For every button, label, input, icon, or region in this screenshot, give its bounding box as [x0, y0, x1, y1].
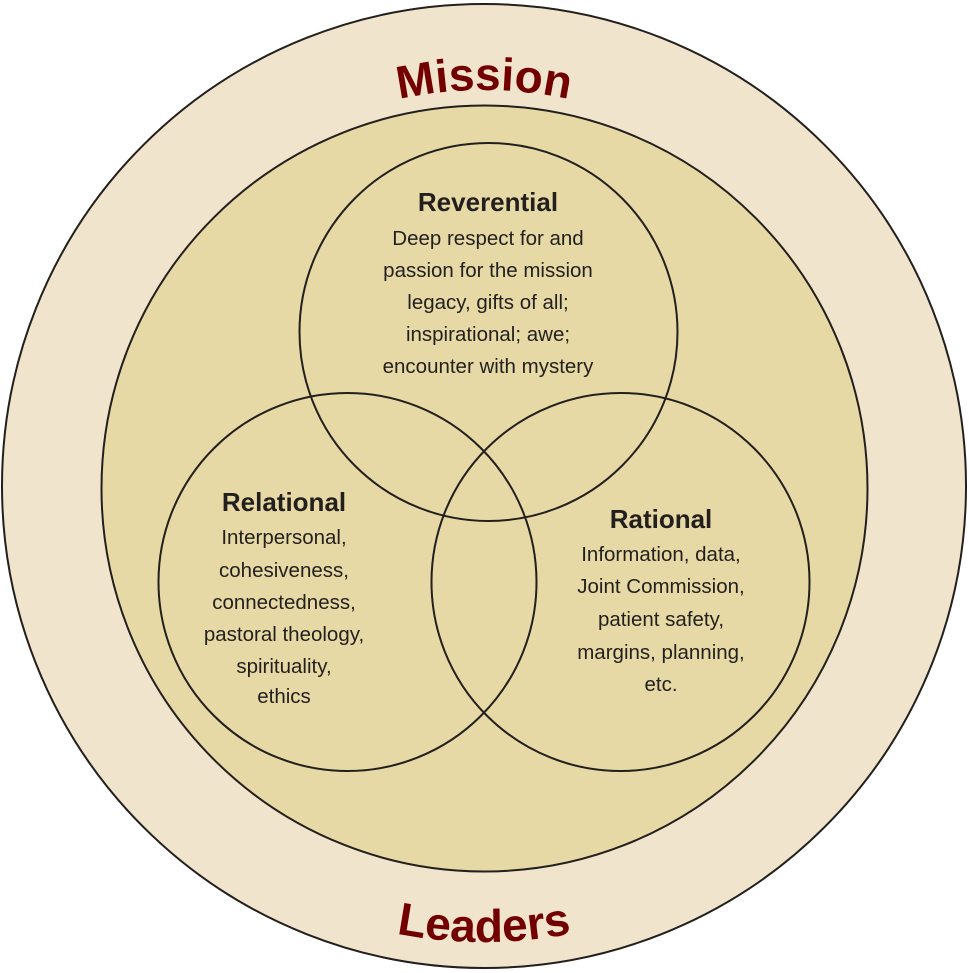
- reverential-title: Reverential: [418, 187, 558, 217]
- relational-circle: [157, 392, 538, 772]
- reverential-line: passion for the mission: [383, 259, 593, 282]
- relational-line: connectedness,: [212, 591, 356, 614]
- relational-line: cohesiveness,: [219, 559, 349, 582]
- relational-title: Relational: [222, 487, 346, 517]
- inner-circle: [100, 104, 869, 873]
- rational-line: Information, data,: [581, 543, 741, 566]
- relational-text: Relational Interpersonal, cohesiveness, …: [204, 487, 364, 708]
- rational-text: Rational Information, data, Joint Commis…: [577, 504, 745, 696]
- mission-label: Mission: [392, 48, 577, 109]
- leaders-label: Leaders: [395, 892, 574, 952]
- rational-line: patient safety,: [598, 608, 724, 631]
- rational-line: margins, planning,: [577, 641, 745, 664]
- relational-line: ethics: [257, 685, 311, 708]
- relational-line: Interpersonal,: [221, 526, 346, 549]
- reverential-line: Deep respect for and: [392, 227, 583, 250]
- reverential-line: encounter with mystery: [383, 355, 595, 378]
- relational-line: spirituality,: [236, 655, 331, 678]
- reverential-circle: [298, 142, 679, 522]
- rational-line: Joint Commission,: [577, 575, 744, 598]
- relational-line: pastoral theology,: [204, 623, 364, 646]
- reverential-text: Reverential Deep respect for and passion…: [383, 187, 595, 378]
- rational-title: Rational: [610, 504, 713, 534]
- rational-circle: [430, 392, 811, 772]
- reverential-line: inspirational; awe;: [406, 323, 570, 346]
- reverential-line: legacy, gifts of all;: [407, 291, 568, 314]
- rational-line: etc.: [644, 673, 677, 696]
